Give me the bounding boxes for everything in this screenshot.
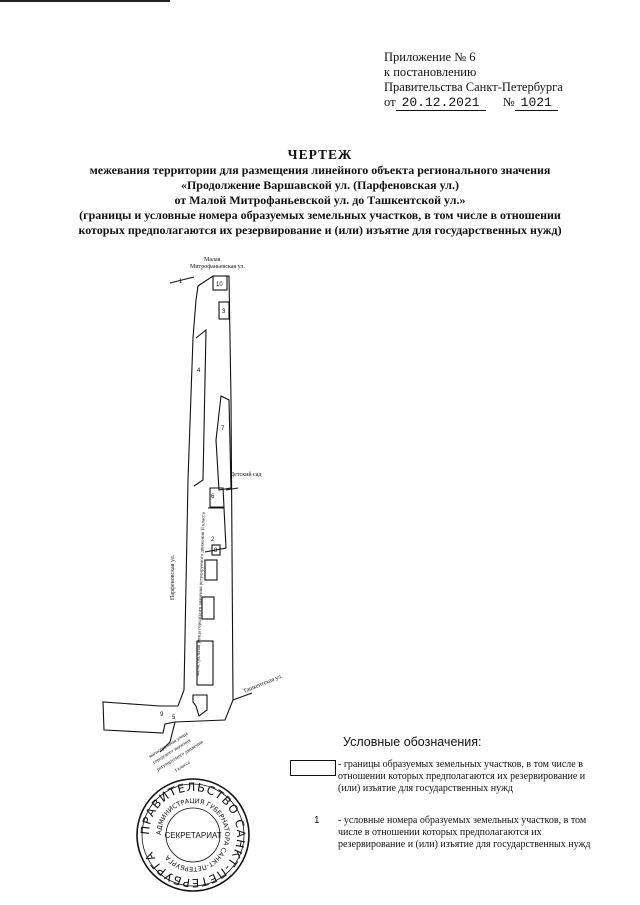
- leader-kindergarten: [225, 487, 239, 491]
- plot-number-2: 2: [211, 537, 215, 543]
- legend-boundary-symbol: [290, 760, 336, 776]
- legend-item-numbers: - условные номера образуемых земельных у…: [338, 815, 591, 850]
- street-tashkentskaya: Ташкентская ул.: [243, 673, 284, 694]
- kindergarten-label: Детский сад: [230, 471, 261, 478]
- plot-3-boundary: [218, 301, 230, 320]
- title-line-2: «Продолжение Варшавской ул. (Парфеновска…: [180, 178, 460, 192]
- appendix-line-3: Правительства Санкт-Петербурга: [384, 80, 563, 94]
- plot-number-4: 4: [197, 368, 201, 374]
- plot-block-c: [196, 640, 214, 686]
- plot-number-1: 1: [179, 279, 183, 285]
- appendix-line-1: Приложение № 6: [384, 50, 476, 64]
- decree-date: 20.12.2021: [395, 95, 486, 111]
- street-malaya-line-2: Митрофаньевская ул.: [190, 263, 245, 270]
- title-main: ЧЕРТЕЖ: [287, 147, 353, 162]
- magistral-diag-line-4: I класса: [174, 760, 192, 774]
- plot-number-3: 3: [222, 309, 226, 315]
- official-stamp: ПРАВИТЕЛЬСТВО САНКТ-ПЕТЕРБУРГА АДМИНИСТР…: [136, 778, 250, 892]
- plot-8-boundary: [211, 544, 221, 556]
- legend-number-symbol: 1: [314, 815, 320, 826]
- plot-number-7: 7: [221, 426, 225, 432]
- stamp-center-text: СЕКРЕТАРИАТ: [164, 831, 221, 840]
- plot-step: [192, 694, 208, 717]
- legend-item-boundaries: - границы образуемых земельных участков,…: [338, 759, 586, 794]
- plot-number-8: 8: [214, 548, 218, 554]
- leader-plot-1: [169, 276, 195, 284]
- plot-number-9: 9: [160, 712, 164, 718]
- street-parfenovskaya: Парфеновская ул.: [169, 554, 176, 600]
- appendix-line-2: к постановлению: [384, 65, 477, 79]
- decree-number: 1021: [514, 95, 558, 111]
- plot-4-boundary: [193, 328, 207, 487]
- plot-6-boundary: [209, 487, 225, 508]
- document-title: ЧЕРТЕЖ межевания территории для размещен…: [0, 146, 640, 238]
- date-prefix: от: [384, 95, 396, 109]
- legend-title: Условные обозначения:: [343, 735, 482, 749]
- number-prefix: №: [502, 95, 515, 109]
- plot-block-b: [201, 596, 215, 620]
- plot-number-10: 10: [216, 282, 223, 288]
- plot-2-boundary: [204, 507, 227, 553]
- corridor-boundary: [102, 275, 234, 734]
- title-line-4: (границы и условные номера образуемых зе…: [79, 208, 561, 222]
- plot-block-a: [204, 559, 218, 581]
- appendix-header: Приложение № 6 к постановлению Правитель…: [384, 50, 563, 111]
- plot-7-boundary: [215, 395, 232, 491]
- title-line-5: которых предполагаются их резервирование…: [78, 223, 562, 237]
- magistral-vertical-label: магистральная улица городского значения …: [196, 511, 207, 676]
- street-line-bottom: [159, 721, 176, 753]
- street-malaya-line-1: Малая: [204, 257, 221, 263]
- plot-number-5: 5: [172, 715, 176, 721]
- title-line-3: от Малой Митрофаньевской ул. до Ташкентс…: [174, 193, 466, 207]
- plot-10-boundary: [212, 275, 228, 291]
- street-line-tashkentskaya: [232, 692, 253, 701]
- plot-number-6: 6: [211, 494, 215, 500]
- top-rule: [0, 0, 170, 2]
- title-line-1: межевания территории для размещения лине…: [89, 163, 551, 177]
